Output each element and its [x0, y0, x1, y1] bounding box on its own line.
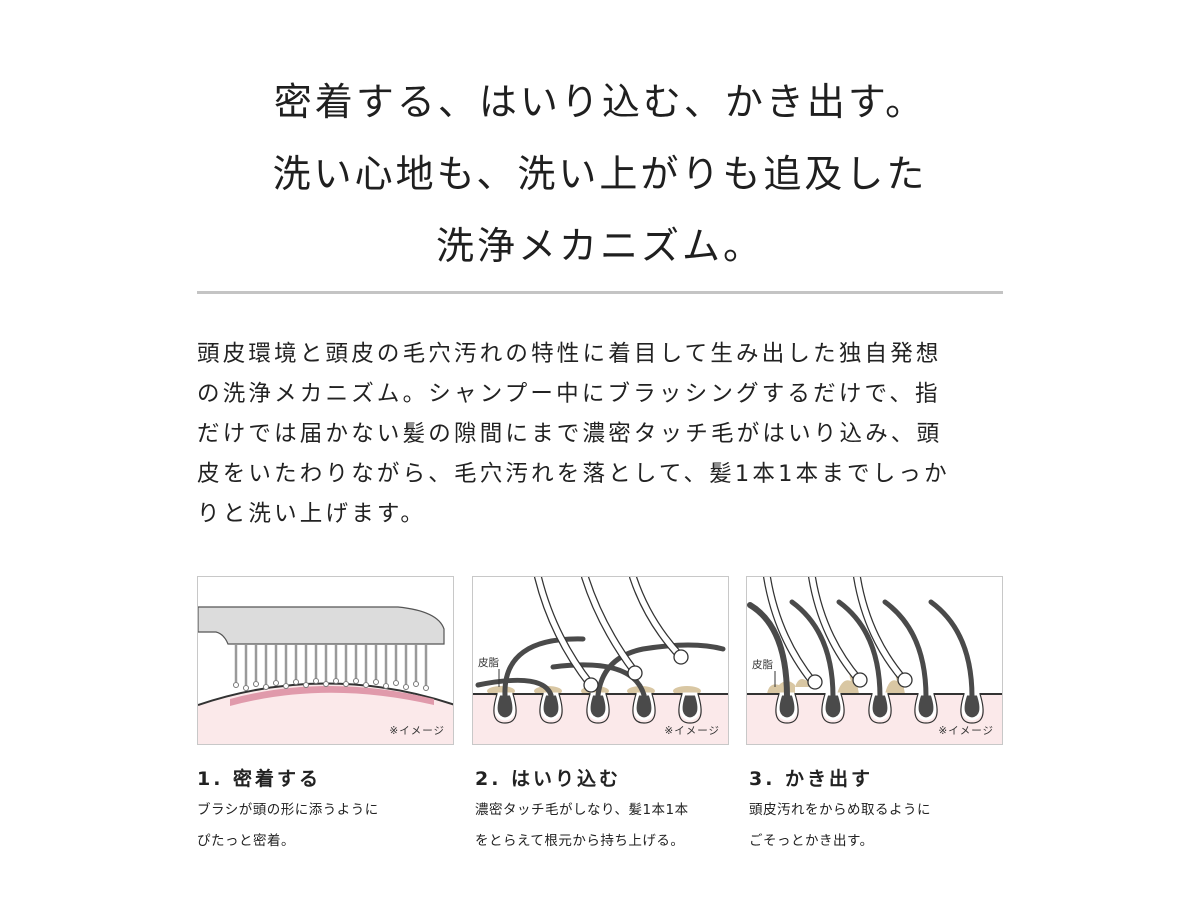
step-desc-line: 濃密タッチ毛がしなり、髪1本1本	[475, 802, 689, 818]
step-desc-line: ブラシが頭の形に添うように	[197, 802, 379, 818]
scraping-dirt-illustration	[747, 577, 1002, 744]
step-title: 2. はいり込む	[475, 768, 622, 790]
description-line: の洗浄メカニズム。シャンプー中にブラッシングするだけで、指	[197, 381, 941, 407]
sebum-label: 皮脂	[752, 659, 773, 671]
step-title: 3. かき出す	[749, 768, 874, 790]
description-line: 頭皮環境と頭皮の毛穴汚れの特性に着目して生み出した独自発想	[197, 341, 942, 367]
step-1: 1. 密着する ブラシが頭の形に添うように ぴたっと密着。	[197, 764, 467, 856]
step-desc-line: 頭皮汚れをからめ取るように	[749, 802, 931, 818]
description-paragraph: 頭皮環境と頭皮の毛穴汚れの特性に着目して生み出した独自発想 の洗浄メカニズム。シ…	[197, 334, 1017, 534]
image-note: ※イメージ	[389, 725, 445, 737]
illustration-penetration: 皮脂 ※イメージ	[472, 576, 729, 745]
description-line: 皮をいたわりながら、毛穴汚れを落として、髪1本1本までしっか	[197, 461, 950, 487]
description-line: りと洗い上げます。	[197, 501, 427, 527]
description-line: だけでは届かない髪の隙間にまで濃密タッチ毛がはいり込み、頭	[197, 421, 943, 447]
bristles-between-hair-illustration	[473, 577, 728, 744]
step-2: 2. はいり込む 濃密タッチ毛がしなり、髪1本1本 をとらえて根元から持ち上げる…	[475, 764, 745, 856]
step-title: 1. 密着する	[197, 768, 322, 790]
headline-line-3: 洗浄メカニズム。	[435, 224, 764, 268]
illustration-extraction: 皮脂 ※イメージ	[746, 576, 1003, 745]
headline: 密着する、はいり込む、かき出す。 洗い心地も、洗い上がりも追及した 洗浄メカニズ…	[0, 66, 1200, 282]
step-desc-line: ぴたっと密着。	[197, 833, 295, 849]
headline-line-2: 洗い心地も、洗い上がりも追及した	[272, 152, 928, 196]
brush-on-scalp-illustration	[198, 606, 453, 744]
headline-line-1: 密着する、はいり込む、かき出す。	[273, 80, 927, 124]
step-desc-line: ごそっとかき出す。	[749, 833, 874, 849]
image-note: ※イメージ	[664, 725, 720, 737]
image-note: ※イメージ	[938, 725, 994, 737]
step-3: 3. かき出す 頭皮汚れをからめ取るように ごそっとかき出す。	[749, 764, 1019, 856]
sebum-label: 皮脂	[478, 657, 499, 669]
section-divider	[197, 291, 1003, 294]
illustration-adhesion: ※イメージ	[197, 576, 454, 745]
step-desc-line: をとらえて根元から持ち上げる。	[475, 833, 685, 849]
